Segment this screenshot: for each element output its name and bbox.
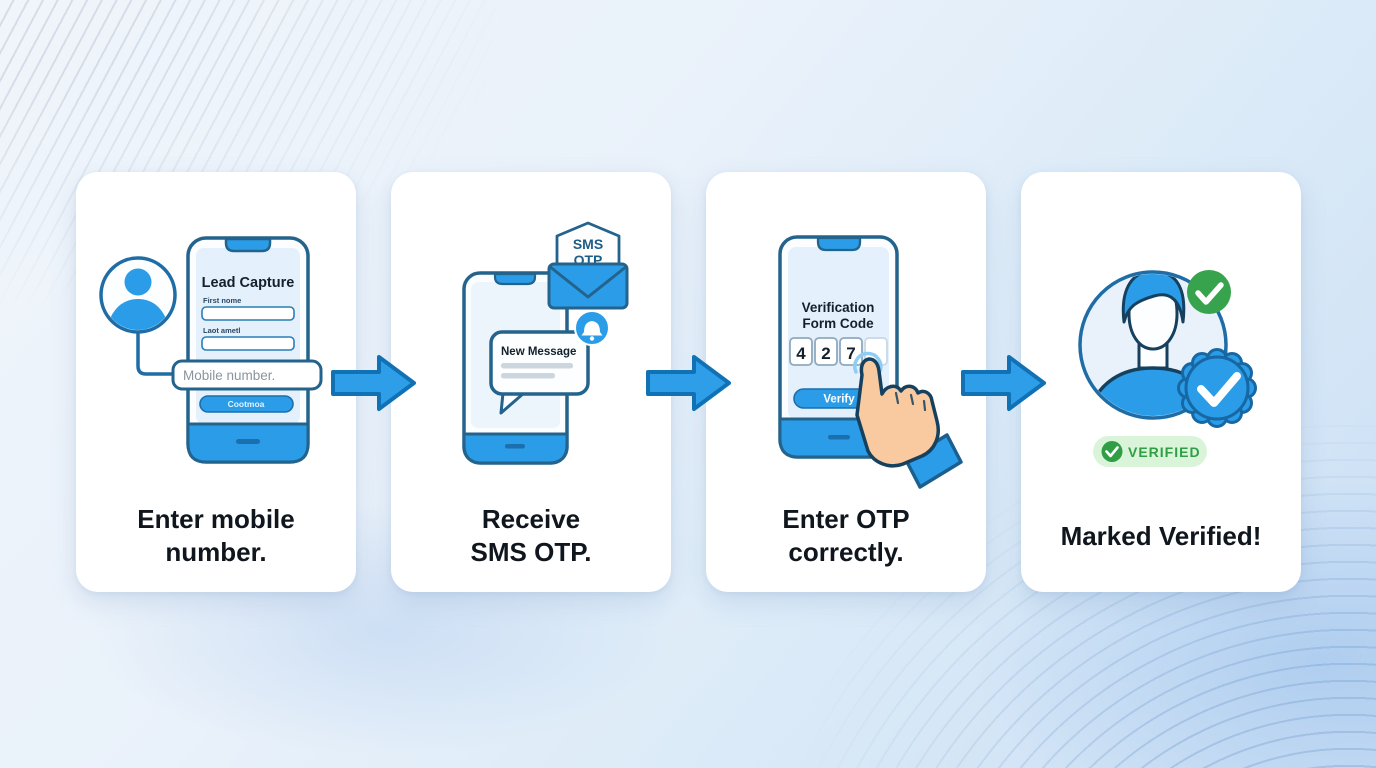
step-card-enter-otp: Verification Form Code 4 2 7 Verify bbox=[706, 172, 986, 592]
right-arrow-icon bbox=[330, 355, 416, 411]
otp-box-2 bbox=[814, 337, 838, 366]
touch-ripple bbox=[853, 351, 883, 374]
home-indicator bbox=[828, 435, 850, 440]
step-card-enter-mobile: Lead Capture First nome Laot ametl Cootm… bbox=[76, 172, 356, 592]
blue-rosette-check-icon bbox=[1177, 348, 1257, 428]
step-caption: Marked Verified! bbox=[1021, 490, 1301, 582]
otp-digit-3: 7 bbox=[846, 344, 855, 363]
connector-line bbox=[136, 330, 174, 376]
verified-pill-label: VERIFIED bbox=[1128, 444, 1201, 460]
phone-icon: Lead Capture First nome Laot ametl Cootm… bbox=[186, 236, 310, 464]
hand-cursor-icon bbox=[855, 357, 963, 489]
right-arrow-icon bbox=[645, 355, 731, 411]
green-check-badge-icon bbox=[1187, 270, 1231, 314]
field1-label: First nome bbox=[203, 296, 241, 305]
caption-line1: Enter mobile bbox=[137, 504, 295, 534]
notification-bell-icon bbox=[574, 310, 610, 346]
step-card-receive-sms: SMS OTP New Message Receive SMS bbox=[391, 172, 671, 592]
steps-row: Lead Capture First nome Laot ametl Cootm… bbox=[76, 172, 1301, 592]
step-caption: Enter OTP correctly. bbox=[706, 490, 986, 582]
otp-digit-2: 2 bbox=[821, 344, 830, 363]
arrow-gap-2 bbox=[645, 172, 731, 592]
enter-otp-illustration: Verification Form Code 4 2 7 Verify bbox=[778, 235, 963, 489]
verified-pill-badge: VERIFIED bbox=[1093, 436, 1207, 467]
arrow-gap-3 bbox=[960, 172, 1046, 592]
message-line bbox=[501, 373, 555, 379]
caption-line1: Marked Verified! bbox=[1060, 520, 1262, 551]
mobile-number-callout: Mobile number. bbox=[171, 359, 323, 391]
step-card-marked-verified: VERIFIED Marked Verified! bbox=[1021, 172, 1301, 592]
form-title: Lead Capture bbox=[202, 275, 295, 291]
field2-label: Laot ametl bbox=[203, 326, 241, 335]
pill-check-icon bbox=[1101, 441, 1123, 462]
message-line bbox=[501, 363, 573, 369]
phone-notch bbox=[816, 236, 862, 252]
arrow-gap-1 bbox=[330, 172, 416, 592]
field2-input bbox=[201, 336, 295, 351]
caption-line2: SMS OTP. bbox=[470, 537, 592, 567]
caption-line1: Receive bbox=[481, 504, 581, 534]
step-caption: Enter mobile number. bbox=[76, 490, 356, 582]
home-indicator bbox=[236, 439, 260, 444]
finger-lines bbox=[894, 391, 927, 412]
new-message-bubble: New Message bbox=[489, 330, 590, 415]
mobile-number-text: Mobile number. bbox=[183, 368, 275, 383]
verified-illustration: VERIFIED bbox=[1078, 270, 1257, 467]
envelope-text-line1: SMS bbox=[573, 236, 603, 252]
bubble-title: New Message bbox=[501, 346, 576, 358]
caption-line2: correctly. bbox=[788, 537, 904, 567]
otp-digit-1: 4 bbox=[796, 344, 806, 363]
right-arrow-icon bbox=[960, 355, 1046, 411]
caption-line1: Enter OTP bbox=[782, 504, 910, 534]
phone-notch bbox=[493, 272, 537, 286]
user-avatar-icon bbox=[99, 256, 177, 334]
step-caption: Receive SMS OTP. bbox=[391, 490, 671, 582]
receive-sms-illustration: SMS OTP New Message bbox=[462, 221, 629, 465]
continue-button bbox=[199, 395, 294, 413]
otp-title-line1: Verification bbox=[802, 300, 875, 315]
field1-input bbox=[201, 306, 295, 321]
continue-button-label: Cootmoa bbox=[228, 399, 265, 409]
otp-box-1 bbox=[789, 337, 813, 366]
caption-line2: number. bbox=[165, 537, 267, 567]
enter-mobile-illustration: Lead Capture First nome Laot ametl Cootm… bbox=[99, 236, 323, 464]
sms-otp-envelope-icon: SMS OTP bbox=[547, 221, 629, 310]
home-indicator bbox=[505, 444, 525, 449]
verify-button-label: Verify bbox=[823, 394, 855, 406]
phone-notch bbox=[224, 237, 272, 253]
otp-title-line2: Form Code bbox=[802, 316, 874, 331]
